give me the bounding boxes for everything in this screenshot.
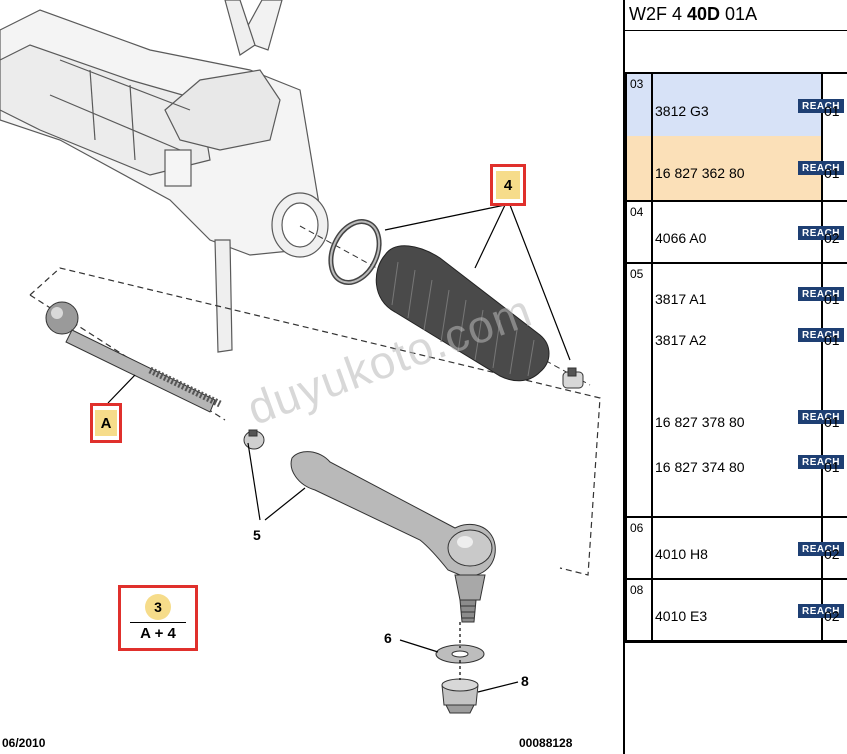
part-row[interactable]: 16 827 378 80 REACH: [653, 409, 844, 435]
part-quantity: 01: [824, 165, 840, 181]
group-code: 08: [630, 583, 644, 597]
steering-rack-housing: [0, 0, 329, 353]
part-quantity: 02: [824, 230, 840, 246]
callout-3-number: 3: [145, 594, 171, 620]
callout-a-label: A: [95, 410, 117, 436]
exploded-diagram: duyukoto.com 4 A 3 A + 4 5 6 8 06/2010 0…: [0, 0, 601, 750]
group-06: 06 4010 H8 REACH 02: [625, 516, 847, 580]
rod-clip: [243, 429, 265, 450]
group-code: 03: [630, 77, 644, 91]
reach-badge: REACH: [798, 328, 844, 342]
group-code: 06: [630, 521, 644, 535]
part-number[interactable]: 4010 E3: [655, 608, 708, 624]
part-quantity: 01: [824, 459, 840, 475]
part-label-8[interactable]: 8: [521, 673, 529, 689]
group-05: 05 3817 A1 REACH 01 3817 A2 REACH 01 16 …: [625, 262, 847, 518]
part-row[interactable]: 4010 E3 REACH: [653, 603, 844, 629]
group-04: 04 4066 A0 REACH 02: [625, 200, 847, 264]
nut: [441, 678, 479, 714]
column-divider: [651, 202, 653, 262]
reach-badge: REACH: [798, 287, 844, 301]
part-label-6[interactable]: 6: [384, 630, 392, 646]
group-03: 03 3812 G3 REACH 01 16 827 362 80 REACH …: [625, 72, 847, 202]
part-number[interactable]: 3817 A2: [655, 332, 707, 348]
part-quantity: 01: [824, 291, 840, 307]
table-bottom-divider: [625, 642, 847, 643]
part-label-5[interactable]: 5: [253, 527, 261, 543]
part-number[interactable]: 4010 H8: [655, 546, 708, 562]
part-quantity: 01: [824, 332, 840, 348]
callout-3-rule: [130, 622, 186, 623]
callout-4[interactable]: 4: [490, 164, 526, 206]
reach-badge: REACH: [798, 410, 844, 424]
column-divider: [651, 518, 653, 578]
part-quantity: 02: [824, 546, 840, 562]
row-highlight-orange: [627, 136, 821, 200]
model-code-bold: 40D: [687, 4, 721, 24]
footer-reference: 00088128: [519, 736, 573, 750]
part-number[interactable]: 3817 A1: [655, 291, 707, 307]
footer-date: 06/2010: [2, 736, 46, 750]
column-divider: [651, 74, 653, 200]
model-code-suffix: 01A: [720, 4, 758, 24]
column-divider: [821, 264, 823, 516]
part-number[interactable]: 3812 G3: [655, 103, 709, 119]
part-row[interactable]: 16 827 374 80 REACH: [653, 454, 844, 480]
group-code: 04: [630, 205, 644, 219]
reach-badge: REACH: [798, 542, 844, 556]
part-quantity: 01: [824, 414, 840, 430]
part-number[interactable]: 4066 A0: [655, 230, 707, 246]
part-number[interactable]: 16 827 362 80: [655, 165, 745, 181]
callout-3-kit[interactable]: 3 A + 4: [118, 585, 198, 651]
model-code-header: W2F 4 40D 01A: [629, 4, 757, 25]
clamp-ring: [328, 219, 382, 285]
reach-badge: REACH: [798, 455, 844, 469]
part-row[interactable]: 3812 G3 REACH: [653, 98, 844, 124]
part-quantity: 02: [824, 608, 840, 624]
assembly-outline: [29, 267, 601, 576]
column-divider: [651, 580, 653, 640]
part-row[interactable]: 16 827 362 80 REACH: [653, 160, 844, 186]
callout-3-formula: A + 4: [140, 625, 176, 642]
header-divider: [625, 30, 847, 31]
model-code-prefix: W2F 4: [629, 4, 688, 24]
callout-4-label: 4: [496, 171, 520, 199]
part-row[interactable]: 4010 H8 REACH: [653, 541, 844, 567]
part-number[interactable]: 16 827 374 80: [655, 459, 745, 475]
part-row[interactable]: 4066 A0 REACH: [653, 225, 844, 251]
reach-badge: REACH: [798, 161, 844, 175]
reach-badge: REACH: [798, 99, 844, 113]
reach-badge: REACH: [798, 226, 844, 240]
row-highlight-blue: [627, 74, 821, 136]
part-number[interactable]: 16 827 378 80: [655, 414, 745, 430]
outer-tie-rod-end: [290, 451, 496, 623]
callout-a[interactable]: A: [90, 403, 122, 443]
reach-badge: REACH: [798, 604, 844, 618]
column-divider: [821, 74, 823, 200]
part-row[interactable]: 3817 A1 REACH: [653, 286, 844, 312]
column-divider: [651, 264, 653, 516]
part-quantity: 01: [824, 103, 840, 119]
part-row[interactable]: 3817 A2 REACH: [653, 327, 844, 353]
panel-divider: [623, 0, 625, 754]
inner-tie-rod: [45, 301, 222, 413]
diagram-drawing: [0, 0, 601, 714]
leader-lines: [107, 204, 571, 693]
group-code: 05: [630, 267, 644, 281]
bellows-boot: [375, 245, 550, 382]
group-08: 08 4010 E3 REACH 02: [625, 578, 847, 642]
boot-clip: [562, 367, 584, 389]
